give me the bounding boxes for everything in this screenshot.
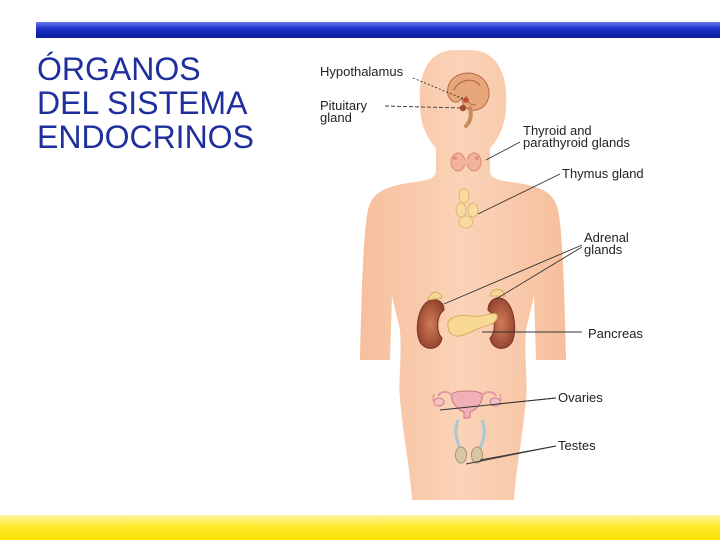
- ovaries-uterus-icon: [432, 390, 502, 419]
- label-pituitary-line-1: Pituitary: [320, 98, 367, 113]
- label-pituitary-line-2: gland: [320, 110, 352, 125]
- bottom-accent-bar: [0, 515, 720, 540]
- label-adrenal-line-1: Adrenal: [584, 230, 629, 245]
- slide-title: ÓRGANOS DEL SISTEMA ENDOCRINOS: [37, 52, 297, 154]
- brain-icon: [447, 72, 490, 128]
- adrenal-glands-icon: [427, 288, 506, 301]
- thymus-gland-icon: [455, 188, 479, 229]
- title-line-1: ÓRGANOS: [37, 51, 201, 87]
- right-kidney-icon: [487, 297, 516, 349]
- left-kidney-icon: [416, 299, 445, 349]
- label-thymus: Thymus gland: [562, 166, 644, 181]
- body-silhouette: [360, 50, 566, 500]
- testes-icon: [454, 419, 486, 464]
- label-ovaries: Ovaries: [558, 390, 603, 405]
- label-thyroid-line-2: parathyroid glands: [523, 135, 630, 150]
- leader-lines: [384, 77, 583, 465]
- thyroid-gland-icon: [450, 152, 482, 172]
- top-accent-bar: [36, 22, 720, 38]
- label-testes: Testes: [558, 438, 596, 453]
- title-line-2: DEL SISTEMA: [37, 85, 248, 121]
- label-thyroid-line-1: Thyroid and: [523, 123, 592, 138]
- endocrine-system-diagram: Hypothalamus Pituitary gland Thyroid and…: [320, 50, 644, 500]
- label-hypothalamus: Hypothalamus: [320, 64, 404, 79]
- pancreas-icon: [447, 313, 498, 337]
- label-adrenal-line-2: glands: [584, 242, 623, 257]
- label-pancreas: Pancreas: [588, 326, 643, 341]
- title-line-3: ENDOCRINOS: [37, 119, 254, 155]
